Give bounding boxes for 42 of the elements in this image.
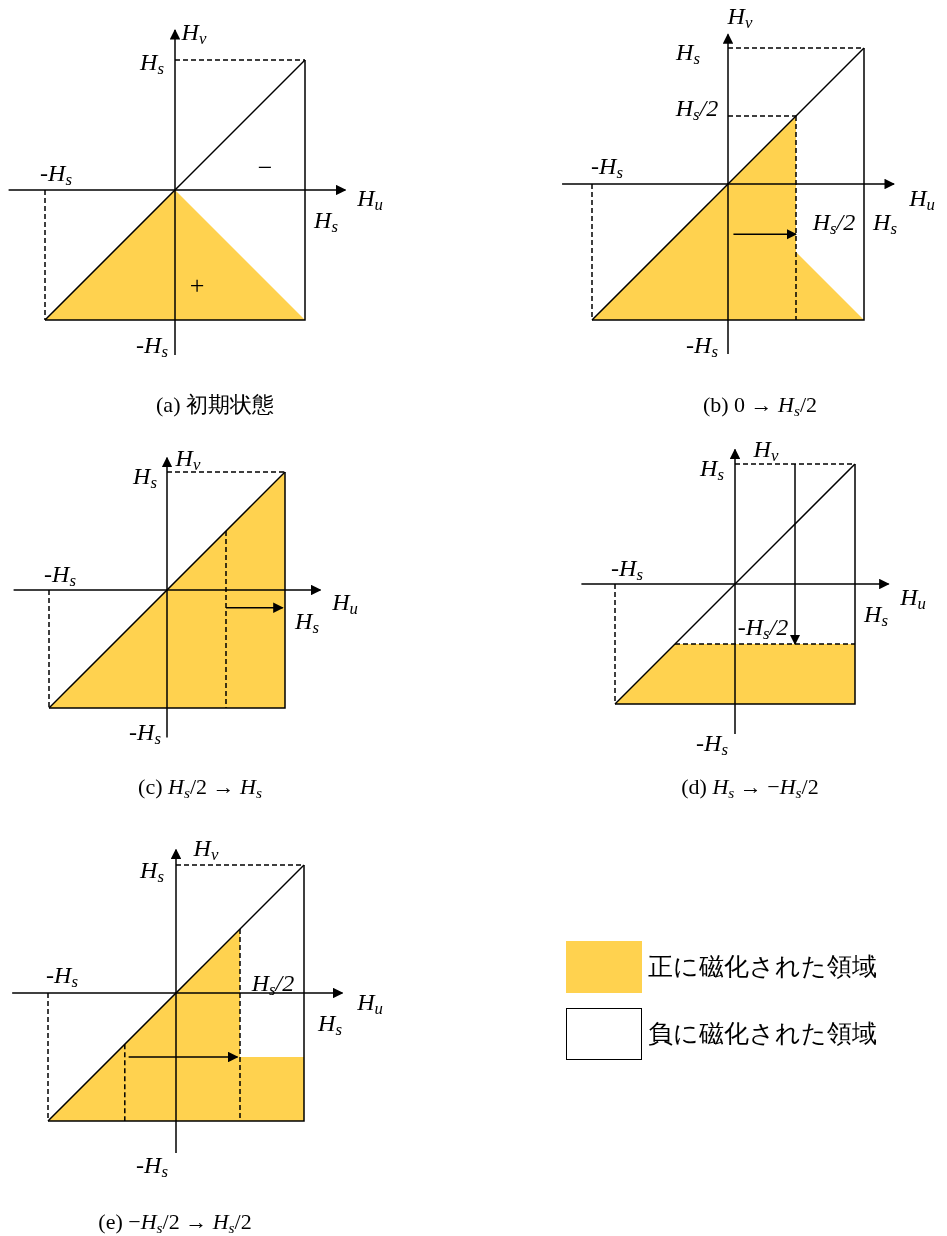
axis-label: H$_{s}$ xyxy=(700,456,724,480)
subfigure-caption: (e) −H$_{s}$/2 → H$_{s}$/2 xyxy=(98,1211,252,1233)
legend-text: 負に磁化された領域 xyxy=(648,1018,877,1051)
axis-label: H$_{s}$ xyxy=(676,40,700,64)
axis-label: -H$_{s}$ xyxy=(611,556,643,580)
axis-label: -H$_{s}$ xyxy=(46,963,78,987)
axis-label: H$_{s}$ xyxy=(140,50,164,74)
axis-label: H$_{v}$ xyxy=(727,4,753,28)
axis-label: -H$_{s}$/2 xyxy=(737,615,789,639)
axis-label: -H$_{s}$ xyxy=(591,154,623,178)
axis-label: H$_{s}$ xyxy=(133,464,157,488)
sign-label: + xyxy=(189,273,205,299)
axis-label: H$_{v}$ xyxy=(193,836,219,860)
legend-text: 正に磁化された領域 xyxy=(648,951,877,984)
axis-label: H$_{s}$ xyxy=(864,602,888,626)
subfigure-caption: (d) H$_{s}$ → −H$_{s}$/2 xyxy=(681,776,819,798)
axis-label: H$_{u}$ xyxy=(357,186,383,210)
axis-label: H$_{s}$/2 xyxy=(812,210,856,234)
axis-label: H$_{u}$ xyxy=(900,585,926,609)
axis-label: -H$_{s}$ xyxy=(44,562,76,586)
subfigure-caption: (c) H$_{s}$/2 → H$_{s}$ xyxy=(138,776,262,798)
sign-label: − xyxy=(257,155,273,181)
axis-label: H$_{s}$ xyxy=(140,858,164,882)
axis-label: -H$_{s}$ xyxy=(696,731,728,755)
axis-label: H$_{s}$ xyxy=(318,1011,342,1035)
axis-label: H$_{u}$ xyxy=(357,990,383,1014)
axis-label: H$_{v}$ xyxy=(181,20,207,44)
axis-label: -H$_{s}$ xyxy=(136,333,168,357)
axis-label: H$_{s}$ xyxy=(873,210,897,234)
axis-label: H$_{s}$/2 xyxy=(675,96,719,120)
axis-label: -H$_{s}$ xyxy=(136,1153,168,1177)
axis-label: H$_{u}$ xyxy=(332,590,358,614)
axis-label: H$_{v}$ xyxy=(753,437,779,461)
axis-label: H$_{s}$ xyxy=(295,609,319,633)
axis-label: -H$_{s}$ xyxy=(129,720,161,744)
axis-label: H$_{s}$ xyxy=(314,208,338,232)
subfigure-caption: (a) 初期状態 xyxy=(156,394,274,416)
axis-label: -H$_{s}$ xyxy=(686,333,718,357)
axis-label: -H$_{s}$ xyxy=(40,161,72,185)
axis-label: H$_{v}$ xyxy=(175,446,201,470)
axis-label: H$_{u}$ xyxy=(909,186,935,210)
subfigure-caption: (b) 0 → H$_{s}$/2 xyxy=(702,394,818,416)
